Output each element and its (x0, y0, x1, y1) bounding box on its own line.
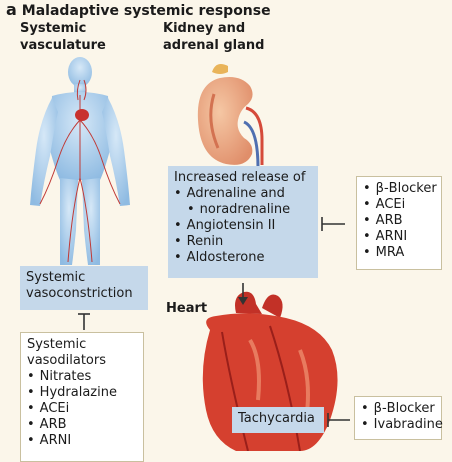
heading-line: Systemic (20, 21, 87, 36)
list-item: Hydralazine (27, 385, 137, 401)
list-item: ACEi (27, 401, 137, 417)
tachycardia-label: Tachycardia (238, 411, 315, 426)
kidney-drug-box: β-Blocker ACEi ARB ARNI MRA (356, 176, 442, 270)
vasodilator-heading-line: Systemic (27, 337, 87, 352)
hormone-release-box: Increased release of Adrenaline and nora… (168, 166, 318, 278)
kidney-adrenal-heading: Kidney and adrenal gland (163, 20, 264, 54)
panel-title-text: Maladaptive systemic response (21, 3, 271, 19)
vasodilator-heading-line: vasodilators (27, 353, 106, 368)
list-item: Adrenaline and (174, 186, 312, 202)
list-item: Ivabradine (361, 417, 443, 433)
vaso-line: vasoconstriction (26, 286, 133, 301)
panel-letter: a (6, 0, 17, 19)
list-item: Angiotensin II (174, 218, 312, 234)
vasodilator-box: Systemic vasodilators Nitrates Hydralazi… (20, 332, 144, 462)
list-item: β-Blocker (361, 401, 435, 417)
list-item: Nitrates (27, 369, 137, 385)
list-item: ARB (27, 417, 137, 433)
hormone-list: Adrenaline and noradrenaline Angiotensin… (174, 186, 312, 266)
systemic-vasculature-heading: Systemic vasculature (20, 20, 106, 54)
list-item: Aldosterone (174, 250, 312, 266)
list-item-continuation: noradrenaline (174, 202, 312, 218)
heading-line: vasculature (20, 38, 106, 53)
tachy-drug-list: β-Blocker Ivabradine (361, 401, 443, 433)
heading-line: Kidney and (163, 21, 246, 36)
vasodilator-list: Nitrates Hydralazine ACEi ARB ARNI (27, 369, 137, 449)
human-figure-icon (30, 57, 130, 265)
list-item: ARNI (363, 229, 435, 245)
vaso-line: Systemic (26, 270, 86, 285)
kidney-to-heart-arrow (238, 283, 248, 305)
vaso-inhibition-bar (78, 313, 90, 330)
list-item-text: noradrenaline (199, 202, 291, 217)
tachycardia-box: Tachycardia (232, 407, 324, 433)
heart-heading: Heart (166, 301, 208, 316)
list-item: ARB (363, 213, 435, 229)
tachy-inhibition-bar (327, 413, 350, 427)
tachy-drug-box: β-Blocker Ivabradine (354, 396, 443, 440)
hormone-release-heading: Increased release of (174, 170, 306, 185)
heading-line: adrenal gland (163, 38, 265, 53)
vasoconstriction-box: Systemic vasoconstriction (20, 266, 148, 310)
list-item: MRA (363, 245, 435, 261)
list-item: ARNI (27, 433, 137, 449)
kidney-icon (197, 64, 264, 169)
kidney-inhibition-bar (321, 217, 345, 231)
list-item: Renin (174, 234, 312, 250)
kidney-drug-list: β-Blocker ACEi ARB ARNI MRA (363, 181, 437, 261)
list-item: β-Blocker (363, 181, 437, 197)
list-item: ACEi (363, 197, 435, 213)
